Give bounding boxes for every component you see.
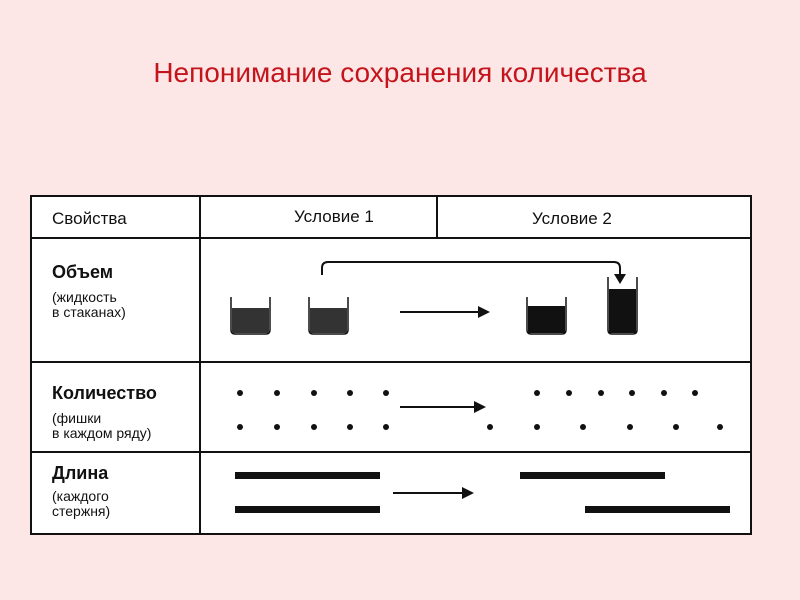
arrow-icon [478, 306, 490, 318]
row-note: (жидкость [52, 289, 117, 305]
row-note: в каждом ряду) [52, 425, 152, 441]
header-properties: Свойства [52, 209, 127, 228]
volume-illustration [230, 261, 638, 335]
beaker [308, 297, 349, 335]
header-condition-1: Условие 1 [294, 207, 374, 226]
arrow-icon [462, 487, 474, 499]
row-note: (фишки [52, 410, 102, 426]
row-label-volume: Объем [52, 262, 114, 282]
row-note: стержня) [52, 503, 111, 519]
arrow-icon [474, 401, 486, 413]
beaker [230, 297, 271, 335]
number-illustration [237, 390, 723, 430]
row-note: (каждого [52, 488, 109, 504]
pour-arrow [321, 261, 621, 275]
header-condition-2: Условие 2 [532, 209, 612, 228]
row-label-length: Длина [52, 463, 109, 483]
row-note: в стаканах) [52, 304, 126, 320]
length-illustration [235, 472, 730, 513]
row-label-number: Количество [52, 383, 157, 403]
tall-beaker [607, 277, 638, 335]
beaker [526, 297, 567, 335]
slide-title: Непонимание сохранения количества [153, 57, 647, 88]
